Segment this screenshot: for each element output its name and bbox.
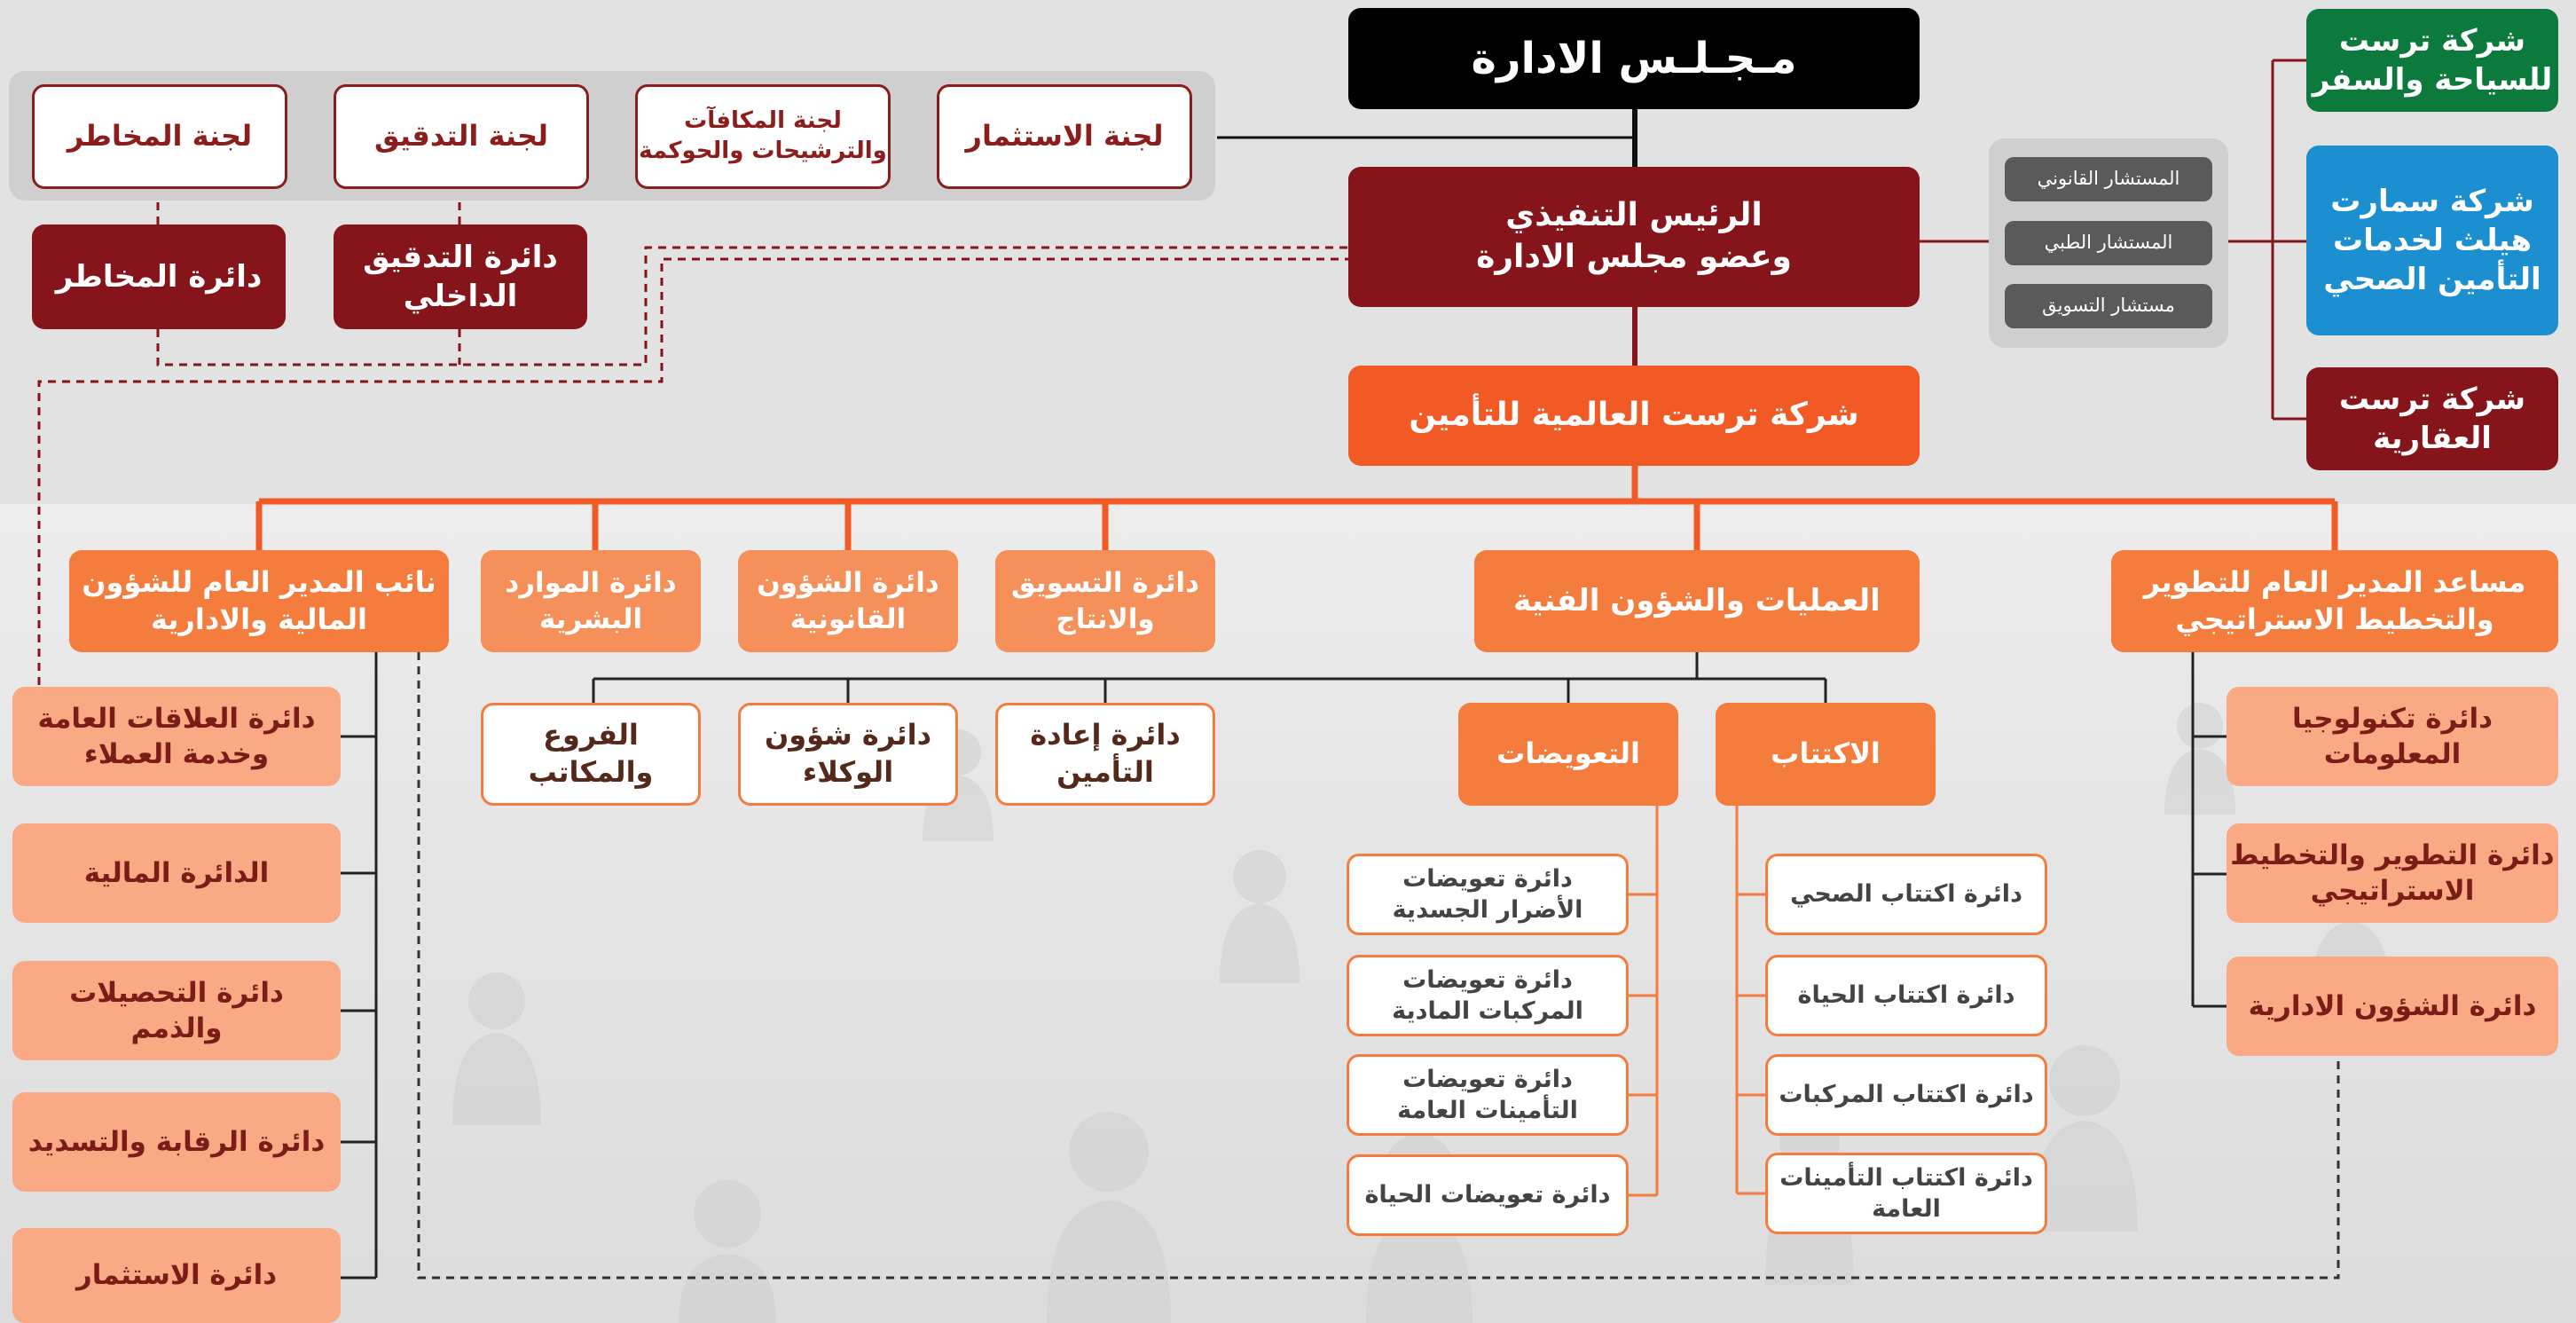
internal-audit-department[interactable]: دائرة التدقيق الداخلي (334, 224, 587, 329)
board-of-directors[interactable]: مـجـلـس الادارة (1348, 8, 1920, 109)
motor-damage-claims[interactable]: دائرة تعويضات المركبات المادية (1347, 955, 1629, 1036)
risk-committee[interactable]: لجنة المخاطر (32, 84, 287, 189)
medical-advisor[interactable]: المستشار الطبي (2005, 221, 2212, 265)
travel-subsidiary[interactable]: شركة ترست للسياحة والسفر (2306, 9, 2558, 112)
life-underwriting[interactable]: دائرة اكتتاب الحياة (1765, 955, 2047, 1036)
ceo-box[interactable]: الرئيس التنفيذي وعضو مجلس الادارة (1348, 167, 1920, 307)
reinsurance-department[interactable]: دائرة إعادة التأمين (995, 703, 1215, 806)
public-relations-department[interactable]: دائرة العلاقات العامة وخدمة العملاء (12, 687, 341, 786)
strategic-planning-department[interactable]: دائرة التطوير والتخطيط الاستراتيجي (2227, 823, 2558, 923)
marketing-department[interactable]: دائرة التسويق والانتاج (995, 550, 1215, 652)
claims[interactable]: التعويضات (1458, 703, 1678, 806)
branches-offices[interactable]: الفروع والمكاتب (481, 703, 701, 806)
hr-department[interactable]: دائرة الموارد البشرية (481, 550, 701, 652)
agents-department[interactable]: دائرة شؤون الوكلاء (738, 703, 958, 806)
general-claims[interactable]: دائرة تعويضات التأمينات العامة (1347, 1054, 1629, 1136)
realestate-subsidiary[interactable]: شركة ترست العقارية (2306, 367, 2558, 470)
audit-committee[interactable]: لجنة التدقيق (334, 84, 589, 189)
remuneration-committee[interactable]: لجنة المكافآت والترشيحات والحوكمة (635, 84, 891, 189)
finance-deputy-gm[interactable]: نائب المدير العام للشؤون المالية والادار… (69, 550, 449, 652)
underwriting[interactable]: الاكتتاب (1716, 703, 1936, 806)
life-claims[interactable]: دائرة تعويضات الحياة (1347, 1154, 1629, 1236)
bodily-injury-claims[interactable]: دائرة تعويضات الأضرار الجسدية (1347, 854, 1629, 935)
legal-department[interactable]: دائرة الشؤون القانونية (738, 550, 958, 652)
risk-department[interactable]: دائرة المخاطر (32, 224, 286, 329)
company-box[interactable]: شركة ترست العالمية للتأمين (1348, 366, 1920, 466)
strategy-assistant-gm[interactable]: مساعد المدير العام للتطوير والتخطيط الاس… (2111, 550, 2558, 652)
health-underwriting[interactable]: دائرة اكتتاب الصحي (1765, 854, 2047, 935)
legal-advisor[interactable]: المستشار القانوني (2005, 157, 2212, 201)
marketing-advisor[interactable]: مستشار التسويق (2005, 284, 2212, 328)
investment-committee[interactable]: لجنة الاستثمار (937, 84, 1192, 189)
general-underwriting[interactable]: دائرة اكتتاب التأمينات العامة (1765, 1153, 2047, 1234)
it-department[interactable]: دائرة تكنولوجيا المعلومات (2227, 687, 2558, 786)
operations-technical[interactable]: العمليات والشؤون الفنية (1474, 550, 1920, 652)
administrative-affairs-department[interactable]: دائرة الشؤون الادارية (2227, 957, 2558, 1056)
financial-department[interactable]: الدائرة المالية (12, 823, 341, 923)
motor-underwriting[interactable]: دائرة اكتتاب المركبات (1765, 1054, 2047, 1136)
investment-department[interactable]: دائرة الاستثمار (12, 1228, 341, 1323)
collections-department[interactable]: دائرة التحصيلات والذمم (12, 961, 341, 1060)
control-payment-department[interactable]: دائرة الرقابة والتسديد (12, 1092, 341, 1192)
health-subsidiary[interactable]: شركة سمارت هيلث لخدمات التأمين الصحي (2306, 146, 2558, 335)
